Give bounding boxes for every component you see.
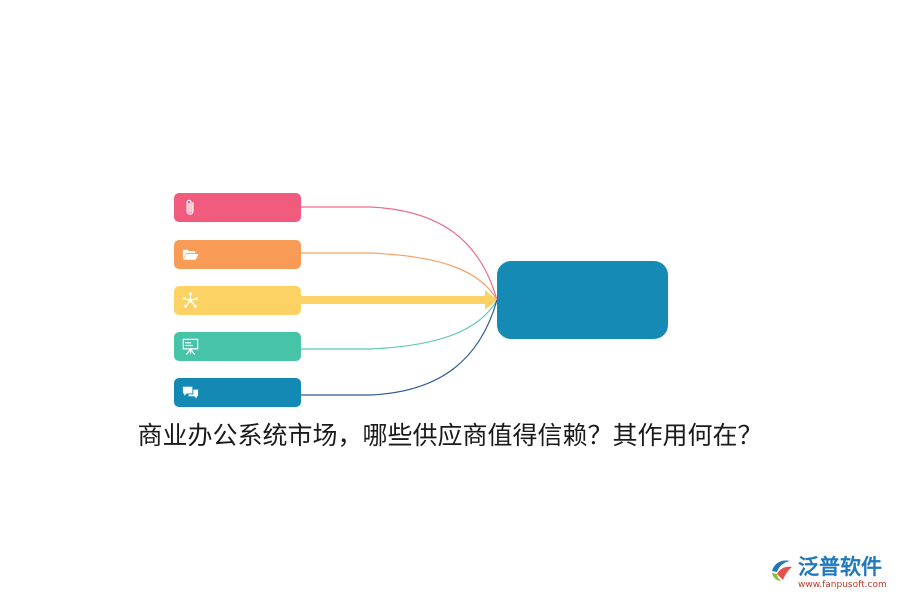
node-network[interactable] bbox=[174, 286, 301, 315]
brand-url: www.fanpusoft.com bbox=[798, 580, 887, 590]
connector-line-presentation bbox=[301, 299, 498, 350]
node-presentation[interactable] bbox=[174, 332, 301, 361]
connector-line-attachment bbox=[301, 206, 498, 301]
paperclip-icon bbox=[186, 199, 194, 215]
connector-arrow-network bbox=[301, 290, 497, 310]
connector-line-chat bbox=[301, 299, 498, 396]
network-icon bbox=[182, 292, 199, 308]
page-caption: 商业办公系统市场，哪些供应商值得信赖？其作用何在？ bbox=[137, 421, 763, 450]
central-topic-box[interactable] bbox=[497, 261, 668, 339]
connector-line-folder bbox=[301, 252, 498, 301]
presentation-board-icon bbox=[182, 338, 199, 355]
brand-logo-icon bbox=[772, 560, 792, 581]
node-chat[interactable] bbox=[174, 378, 301, 407]
folder-open-icon bbox=[182, 249, 199, 260]
brand-name: 泛普软件 bbox=[798, 555, 882, 579]
node-attachment[interactable] bbox=[174, 193, 301, 222]
chat-bubbles-icon bbox=[182, 386, 199, 399]
brand-watermark: 泛普软件 www.fanpusoft.com bbox=[768, 552, 894, 596]
node-folder[interactable] bbox=[174, 240, 301, 269]
